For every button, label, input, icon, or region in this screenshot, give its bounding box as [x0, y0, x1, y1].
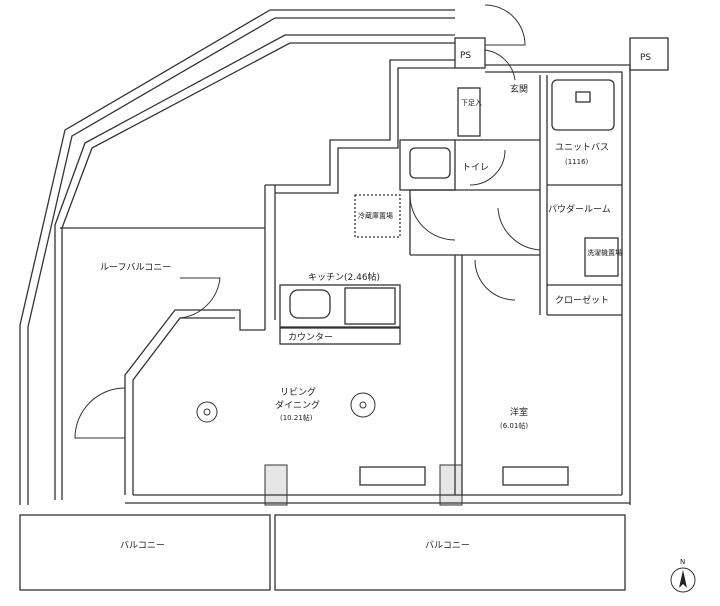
counter-label: カウンター: [288, 332, 333, 343]
fridge-space: [354, 194, 401, 238]
living-label-2: ダイニング: [275, 399, 320, 411]
ps-left-label: PS: [460, 51, 471, 61]
ceiling-light: [196, 401, 218, 423]
ps-right-box: [629, 37, 669, 71]
ceiling-light: [350, 392, 376, 418]
ps-right-label: PS: [640, 53, 651, 63]
roof-balcony-label: ルーフバルコニー: [100, 262, 171, 273]
sink: [289, 289, 331, 319]
kitchen-counter: [279, 284, 401, 328]
powder-room-label: パウダールーム: [548, 203, 611, 215]
living-label-1: リビング: [280, 386, 316, 398]
entrance-label: 玄関: [510, 83, 528, 95]
balcony-right-label: バルコニー: [425, 540, 470, 551]
toilet-fixture: [409, 147, 451, 179]
balcony-walls: [19, 514, 626, 591]
apartment-walls: [125, 64, 631, 506]
door-swings: [74, 4, 541, 439]
kitchen-label: キッチン(2.46帖): [308, 271, 380, 283]
unit-bath-size: (1116): [565, 158, 589, 166]
fridge-label: 冷蔵庫置場: [358, 211, 393, 220]
aircon-unit: [502, 466, 569, 486]
counter: [279, 327, 401, 345]
toilet-label: トイレ: [462, 163, 489, 173]
ps-left-box: [454, 37, 486, 69]
balcony-left-label: バルコニー: [120, 540, 165, 551]
aircon-unit: [359, 466, 426, 486]
closet-label: クローゼット: [555, 294, 609, 306]
laundry-label: 洗濯機置場: [587, 248, 622, 257]
roof-balcony-walls: [19, 9, 455, 505]
stove: [344, 287, 396, 325]
north-arrow-icon: [670, 567, 696, 593]
living-size: (10.21帖): [280, 413, 313, 422]
shoe-box-label: 下足入: [461, 99, 482, 107]
unit-bath-label: ユニットバス: [555, 142, 609, 153]
western-room-size: (6.01帖): [500, 421, 528, 430]
north-label: N: [680, 558, 685, 566]
western-room-label: 洋室: [510, 406, 528, 418]
